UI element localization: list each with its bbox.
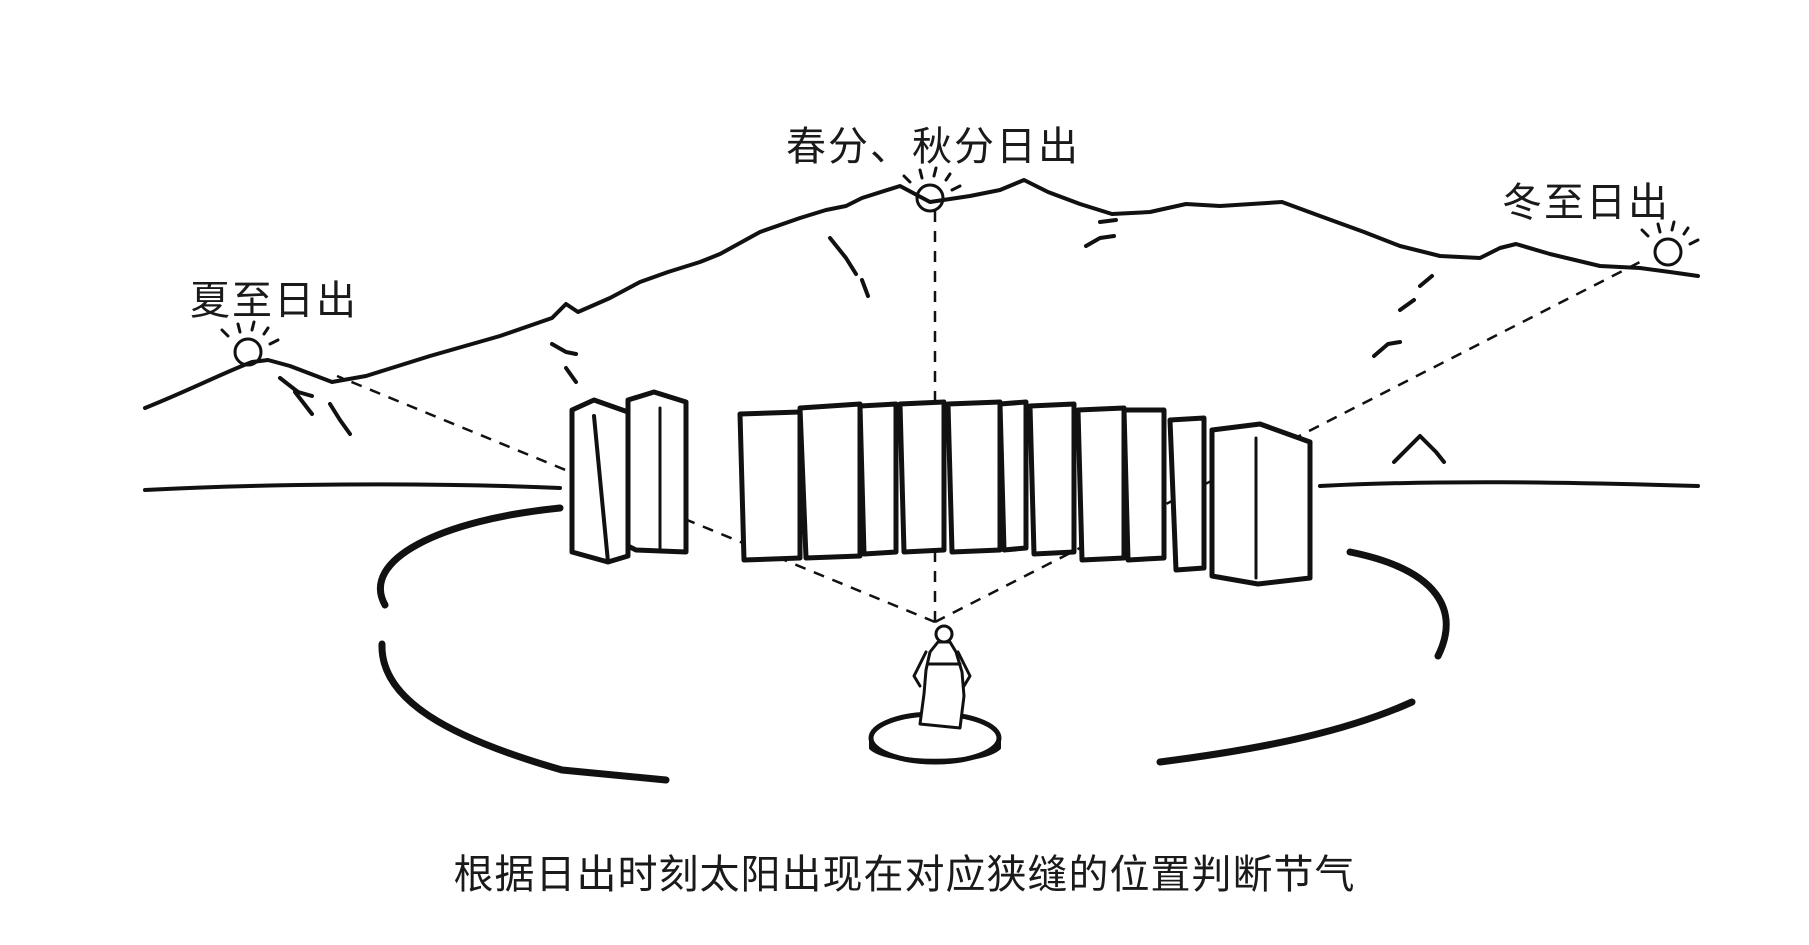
sun-icon <box>1640 220 1700 267</box>
observer-figure <box>912 624 972 730</box>
stone-pillars <box>569 389 1313 587</box>
mountain-ridge <box>143 178 1700 410</box>
sun-icon <box>220 320 280 367</box>
platform-outline <box>376 504 1450 784</box>
winter-solstice-sunrise-label: 冬至日出 <box>1502 180 1670 226</box>
ridge-shading <box>278 218 1446 464</box>
equinox-sunrise-label: 春分、秋分日出 <box>786 124 1080 170</box>
sun-icon <box>902 166 962 213</box>
horizon-right <box>1318 480 1700 488</box>
caption: 根据日出时刻太阳出现在对应狭缝的位置判断节气 <box>453 852 1356 898</box>
horizon-left <box>143 482 562 492</box>
summer-solstice-sunrise-label: 夏至日出 <box>190 278 358 324</box>
